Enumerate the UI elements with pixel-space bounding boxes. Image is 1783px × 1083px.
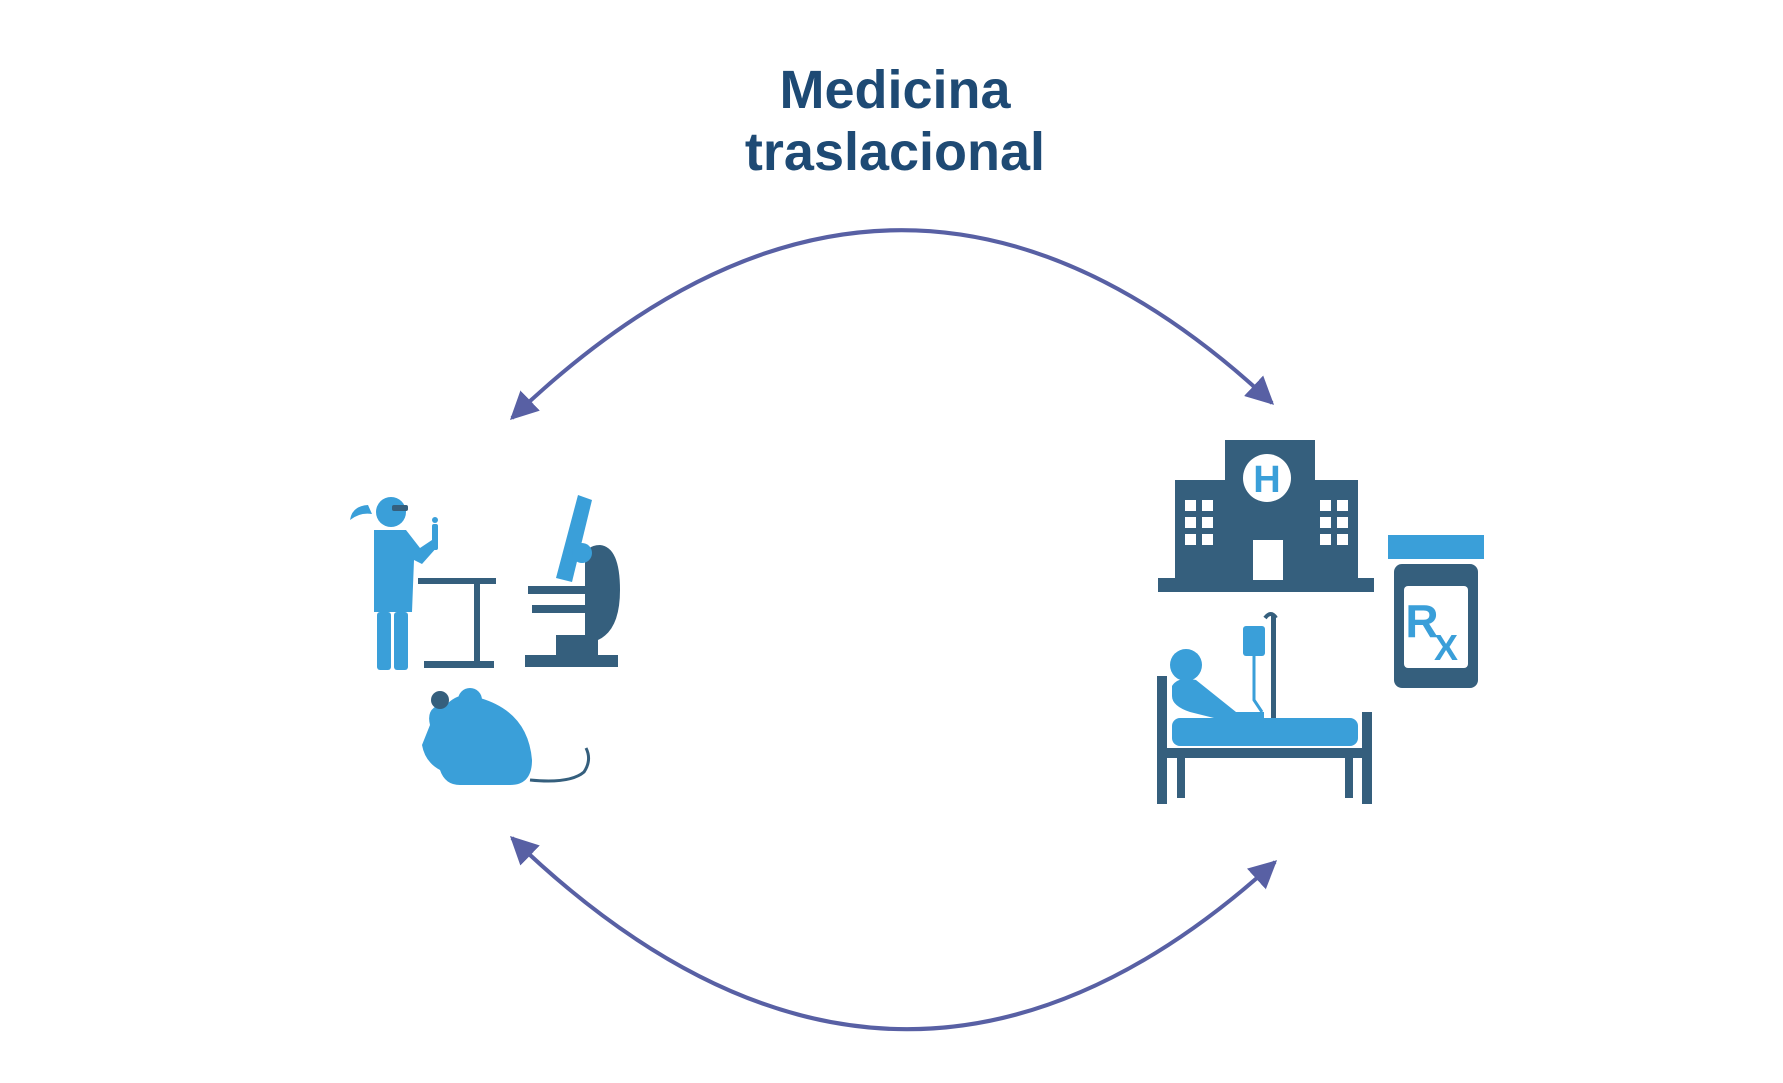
patient-bed-icon (1157, 612, 1372, 804)
bottom-bidirectional-arrow (509, 836, 1278, 1032)
diagram-title-line1: Medicina (779, 60, 1011, 120)
scientist-icon (350, 497, 496, 670)
diagram-title-line2: traslacional (745, 122, 1045, 182)
research-node (350, 495, 620, 785)
hospital-h-symbol: H (1253, 459, 1280, 501)
prescription-bottle-icon: R X (1388, 535, 1484, 688)
microscope-icon (525, 495, 620, 667)
clinical-node: H R X (1157, 440, 1484, 804)
hospital-icon: H (1158, 440, 1374, 592)
mouse-icon (422, 688, 591, 785)
rx-r-symbol: R (1405, 595, 1438, 647)
top-bidirectional-arrow (509, 228, 1275, 420)
rx-x-symbol: X (1434, 627, 1458, 668)
